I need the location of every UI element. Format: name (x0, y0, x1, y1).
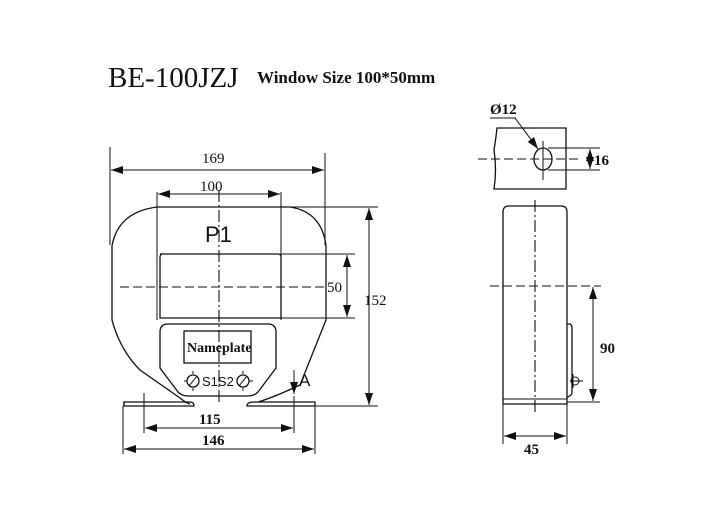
terminal-screw-icon (570, 374, 583, 388)
dim-hole-slot: 16 (594, 153, 610, 169)
model-number: BE-100JZJ (108, 62, 239, 94)
dim-window-height: 50 (327, 280, 342, 296)
dim-depth: 45 (524, 442, 539, 458)
dim-overall-width: 169 (202, 151, 225, 167)
dim-mount-spacing: 115 (199, 412, 221, 428)
base-plate (123, 401, 316, 407)
dim-window-width: 100 (200, 179, 223, 195)
terminal-s2-icon (236, 371, 253, 391)
leader-line (514, 117, 539, 150)
nameplate-box (183, 330, 252, 364)
hole-diameter-label: Ø12 (490, 102, 517, 118)
nameplate-label: Nameplate (187, 341, 252, 356)
dim-center-height: 90 (600, 341, 615, 357)
diameter-symbol-icon: Ø (490, 102, 502, 118)
dim-base-width: 146 (202, 433, 225, 449)
bracket-outline (493, 127, 567, 190)
terminal-label: S1S2 (202, 374, 234, 389)
terminal-cover (566, 323, 573, 398)
dim-overall-height: 152 (364, 293, 387, 309)
title: BE-100JZJ Window Size 100*50mm (108, 62, 435, 94)
terminal-s1-icon (184, 371, 200, 391)
side-view-profile: 90 45 (490, 200, 615, 458)
front-view: Nameplate S1S2 P1 169 100 (109, 147, 387, 454)
terminal-housing (159, 323, 277, 397)
window-opening (159, 253, 282, 319)
window-size-label: Window Size 100*50mm (257, 68, 435, 87)
profile-outline (502, 205, 568, 405)
side-view-top-detail: 16 Ø12 (478, 102, 610, 190)
view-marker-a: A (299, 371, 311, 390)
